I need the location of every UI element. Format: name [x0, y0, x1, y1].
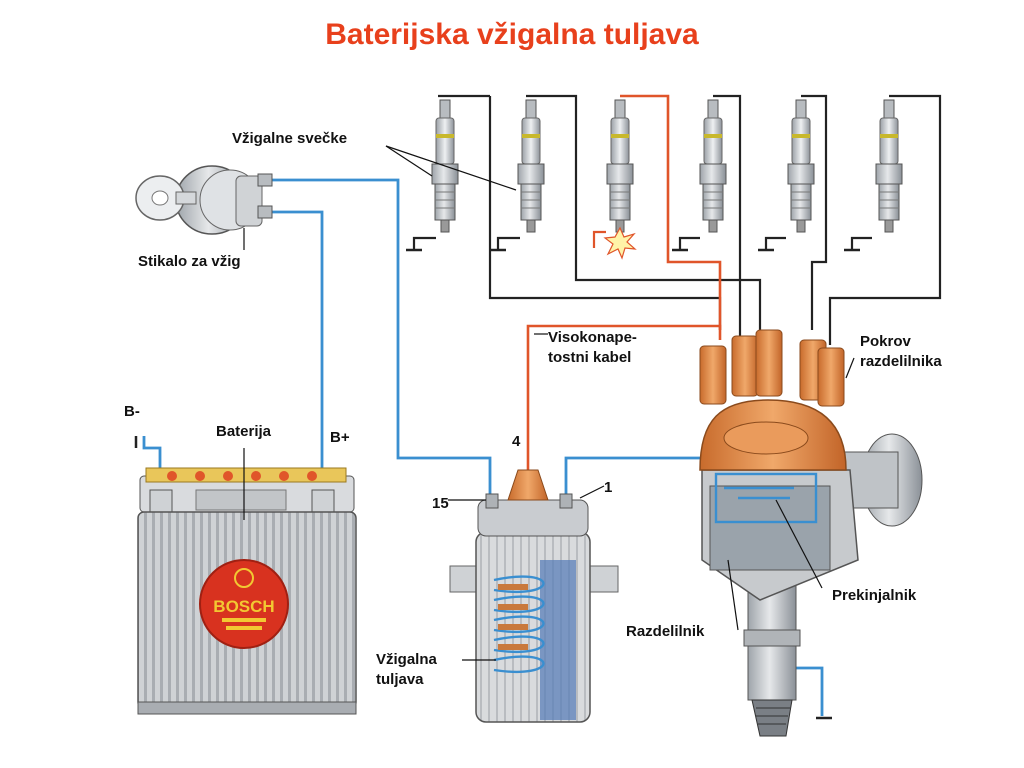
spark-plug: [787, 99, 815, 233]
distributor-cap-label-line1: Pokrov: [860, 333, 912, 350]
terminal-15-label: 15: [432, 495, 449, 512]
ground-wires: [412, 94, 942, 345]
spark-plugs-label: Vžigalne svečke: [232, 130, 347, 147]
spark-plug: [875, 99, 903, 233]
battery-minus-label: B-: [124, 403, 140, 420]
label-pointers: [385, 145, 855, 661]
ht-cable-label-line1: Visokonape-: [548, 329, 637, 346]
distributor-cap-label-line2: razdelilnika: [860, 353, 942, 370]
spark-plugs: [431, 99, 903, 233]
ignition-coil: [449, 469, 619, 723]
spark-plug: [517, 99, 545, 233]
coil-label-line1: Vžigalna: [376, 651, 438, 668]
distributor-label: Razdelilnik: [626, 623, 705, 640]
high-voltage-wires: [526, 94, 722, 470]
battery-plus-label: B+: [330, 429, 350, 446]
spark-plug: [699, 99, 727, 233]
bosch-logo: BOSCH: [213, 597, 274, 616]
distributor: [699, 329, 923, 737]
ground-symbol-icon: [134, 248, 860, 720]
breaker-label: Prekinjalnik: [832, 587, 917, 604]
spark-plug-firing: [606, 99, 634, 233]
terminal-1-label: 1: [604, 479, 612, 496]
ht-cable-label-line2: tostni kabel: [548, 349, 631, 366]
battery-label: Baterija: [216, 423, 272, 440]
ignition-switch-label: Stikalo za vžig: [138, 253, 241, 270]
key-icon: [135, 175, 197, 221]
coil-label-line2: tuljava: [376, 671, 424, 688]
battery: BOSCH: [137, 467, 357, 715]
page-title: Baterijska vžigalna tuljava: [325, 18, 699, 51]
spark-plug: [431, 99, 459, 233]
ignition-switch: [175, 165, 273, 235]
spark-burst-icon: [603, 226, 637, 260]
terminal-4-label: 4: [512, 433, 521, 450]
firing-plug-ground-wire: [592, 230, 606, 248]
